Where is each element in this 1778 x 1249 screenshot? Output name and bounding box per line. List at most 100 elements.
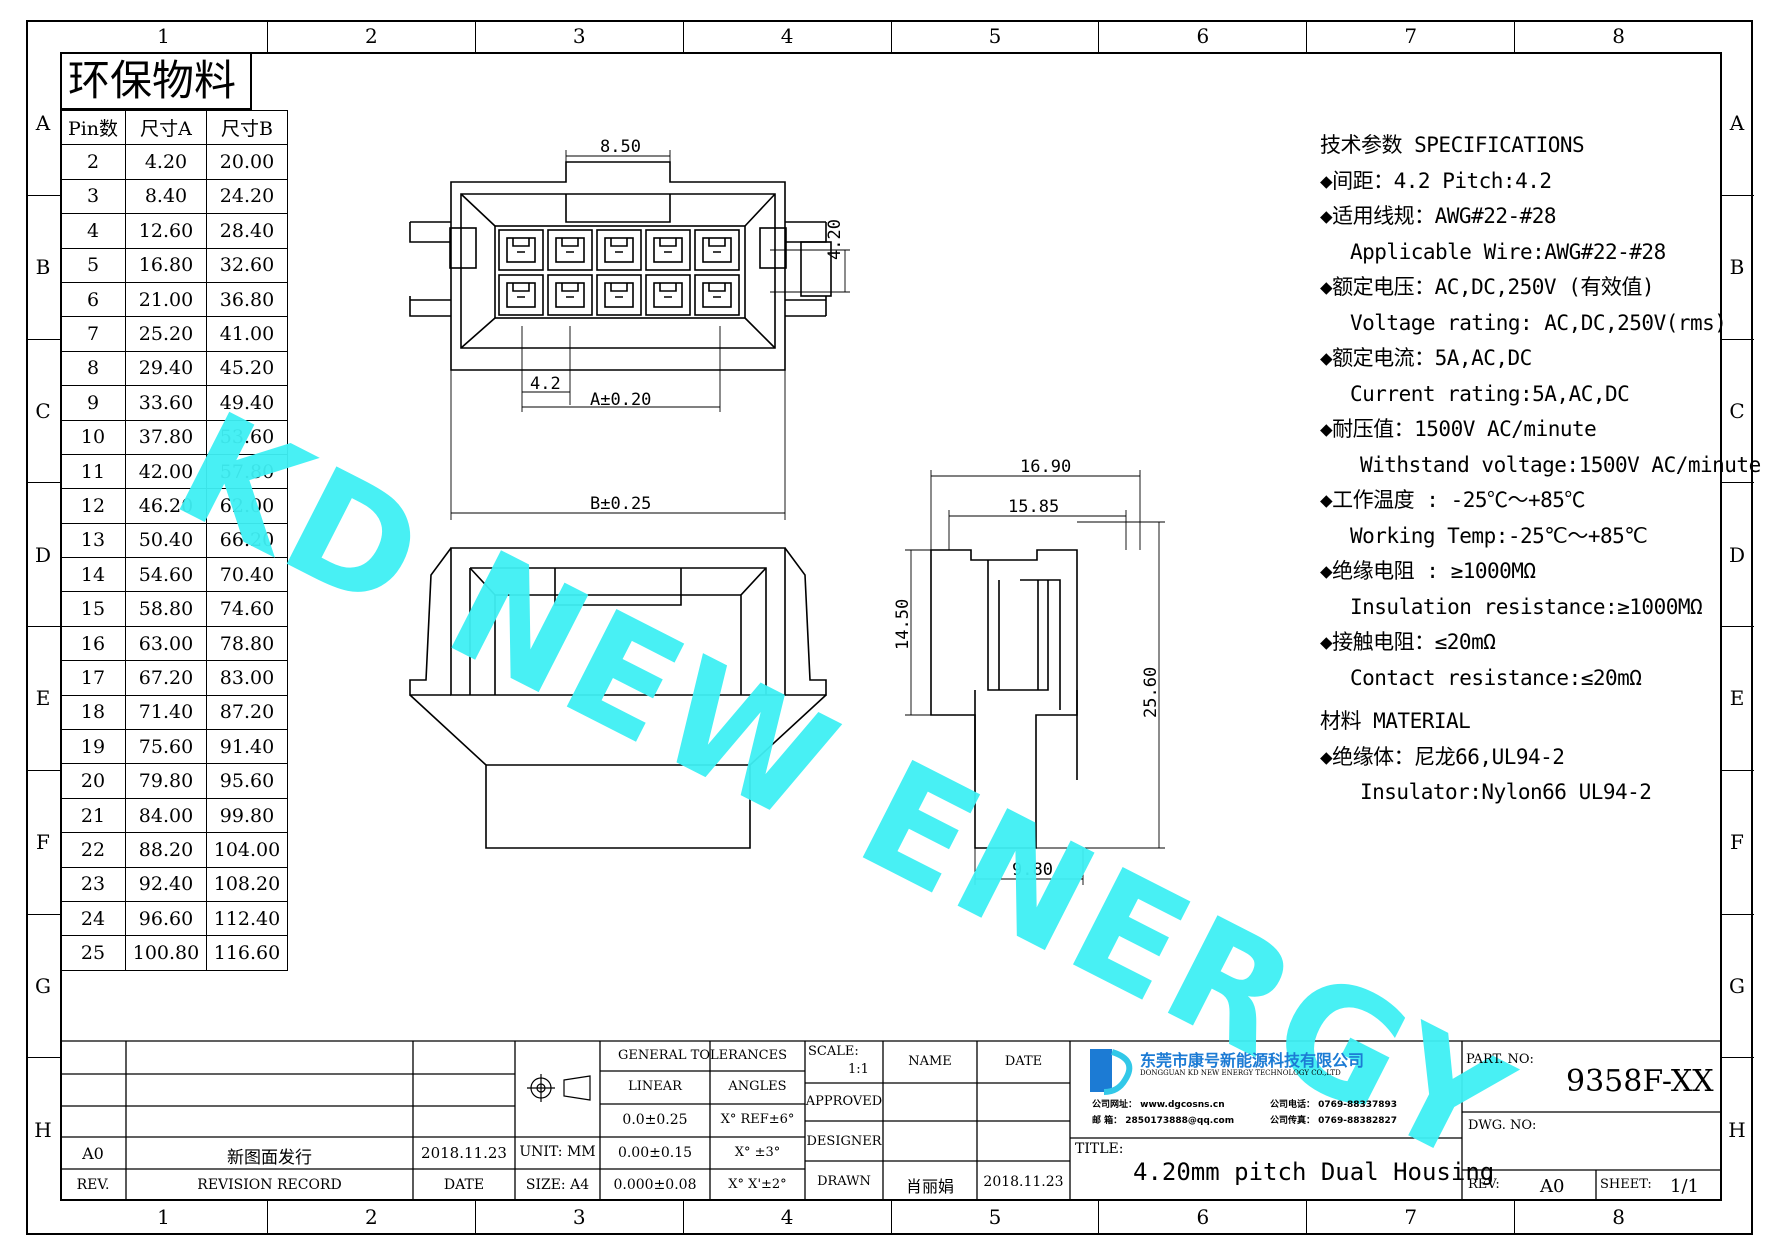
spec-line: Contact resistance:≤20mΩ bbox=[1350, 665, 1642, 690]
dim-b: B±0.25 bbox=[590, 494, 652, 514]
spec-line: ◆绝缘体：尼龙66,UL94-2 bbox=[1320, 744, 1565, 769]
date-label: DATE bbox=[443, 1177, 485, 1193]
eco-material-badge: 环保物料 bbox=[60, 52, 252, 110]
spec-line: Current rating:5A,AC,DC bbox=[1350, 381, 1630, 406]
drawing-title: 4.20mm pitch Dual Housing bbox=[1133, 1158, 1495, 1186]
table-cell: 58.80 bbox=[125, 591, 207, 627]
zone-col: 7 bbox=[1307, 20, 1516, 52]
table-cell: 66.20 bbox=[206, 522, 288, 559]
table-cell: 16 bbox=[60, 625, 126, 662]
zone-row: F bbox=[1720, 771, 1754, 915]
tol-angles-1: X° ±3° bbox=[734, 1145, 781, 1160]
table-cell: 24 bbox=[60, 900, 126, 937]
contact-cavities bbox=[498, 229, 740, 316]
bottom-view bbox=[409, 547, 827, 849]
drawn-date: 2018.11.23 bbox=[983, 1174, 1064, 1190]
revision-record-label: REVISION RECORD bbox=[197, 1177, 342, 1193]
sheet-value: 1/1 bbox=[1670, 1176, 1699, 1197]
zone-row: A bbox=[1720, 52, 1754, 196]
spec-line: ◆接触电阻：≤20mΩ bbox=[1320, 630, 1496, 654]
table-cell: 84.00 bbox=[125, 797, 207, 834]
table-cell: 46.20 bbox=[125, 488, 207, 524]
contact-cavity bbox=[694, 274, 740, 316]
dim-pitch: 4.2 bbox=[530, 374, 561, 394]
table-cell: 21.00 bbox=[125, 281, 207, 318]
drawn-label: DRAWN bbox=[817, 1174, 871, 1189]
rev-label-2: REV: bbox=[1468, 1177, 1500, 1192]
zone-row: B bbox=[26, 196, 60, 340]
zone-row: E bbox=[1720, 627, 1754, 771]
dim-side-height-upper: 14.50 bbox=[893, 598, 913, 650]
zone-col: 4 bbox=[684, 1201, 892, 1233]
table-cell: 29.40 bbox=[125, 350, 207, 387]
drawing-border bbox=[26, 20, 1753, 1235]
zone-row: A bbox=[26, 52, 60, 196]
table-cell: 87.20 bbox=[206, 694, 288, 731]
table-cell: 4 bbox=[60, 213, 126, 249]
size-label: SIZE: A4 bbox=[525, 1177, 590, 1193]
contact-cavity bbox=[547, 274, 593, 316]
zone-col: 8 bbox=[1612, 24, 1625, 48]
table-cell: 74.60 bbox=[206, 591, 288, 627]
dim-side-height-total: 25.60 bbox=[1141, 666, 1161, 718]
table-cell: 50.40 bbox=[125, 522, 207, 559]
revision-date: 2018.11.23 bbox=[421, 1144, 507, 1162]
table-cell: 13 bbox=[60, 522, 126, 559]
scale-value: 1:1 bbox=[848, 1062, 869, 1077]
spec-line: Applicable Wire:AWG#22-#28 bbox=[1350, 239, 1666, 264]
zone-columns-bottom: 1 2 3 4 5 6 7 8 bbox=[60, 1201, 1722, 1233]
spec-line: Insulator:Nylon66 UL94-2 bbox=[1360, 780, 1652, 804]
table-cell: 36.80 bbox=[206, 281, 288, 318]
title-block-grid bbox=[60, 1040, 1722, 1201]
table-cell: 22 bbox=[60, 832, 126, 868]
table-cell: 25.20 bbox=[125, 316, 207, 352]
tol-linear-0: 0.0±0.25 bbox=[622, 1112, 688, 1128]
side-view-dimensions bbox=[905, 470, 1165, 885]
specifications-block: 技术参数 SPECIFICATIONS ◆间距：4.2 Pitch:4.2◆适用… bbox=[1320, 128, 1761, 811]
company-website: 公司网址： www.dgcosns.cn bbox=[1092, 1100, 1225, 1110]
table-cell: 49.40 bbox=[206, 385, 288, 421]
zone-row: H bbox=[1728, 1117, 1746, 1142]
zone-col: 2 bbox=[268, 1201, 476, 1233]
spec-line: Voltage rating: AC,DC,250V(rms) bbox=[1350, 310, 1727, 335]
table-cell: 45.20 bbox=[206, 350, 288, 387]
table-cell: 99.80 bbox=[206, 797, 288, 834]
angles-label: ANGLES bbox=[728, 1079, 787, 1094]
zone-col: 4 bbox=[684, 20, 892, 52]
front-view-dimensions bbox=[450, 150, 850, 520]
zone-row: G bbox=[26, 915, 60, 1059]
table-cell: 63.00 bbox=[125, 625, 207, 662]
zone-col: 7 bbox=[1307, 1201, 1516, 1233]
table-cell: 24.20 bbox=[206, 178, 288, 215]
contact-cavity bbox=[694, 229, 740, 271]
company-name-cn: 东莞市康号新能源科技有限公司 bbox=[1140, 1051, 1365, 1070]
title-label: TITLE: bbox=[1075, 1141, 1124, 1157]
zone-col: 3 bbox=[476, 20, 684, 52]
table-cell: 18 bbox=[60, 694, 126, 731]
zone-row: D bbox=[1720, 483, 1754, 627]
table-cell: 83.00 bbox=[206, 660, 288, 696]
zone-rows-left: A B C D E F G H bbox=[26, 52, 60, 1201]
revision-rev: A0 bbox=[82, 1144, 104, 1163]
dim-a: A±0.20 bbox=[590, 390, 652, 410]
part-no-label: PART. NO: bbox=[1466, 1052, 1534, 1067]
dim-side-inner: 15.85 bbox=[1008, 497, 1060, 517]
zone-col: 1 bbox=[60, 20, 268, 52]
rev-value-2: A0 bbox=[1540, 1176, 1565, 1197]
specs-title: 技术参数 SPECIFICATIONS bbox=[1320, 133, 1585, 157]
dwg-no-label: DWG. NO: bbox=[1468, 1118, 1537, 1133]
table-cell: 88.20 bbox=[125, 832, 207, 868]
table-cell: 100.80 bbox=[125, 935, 207, 971]
table-cell: 91.40 bbox=[206, 729, 288, 765]
